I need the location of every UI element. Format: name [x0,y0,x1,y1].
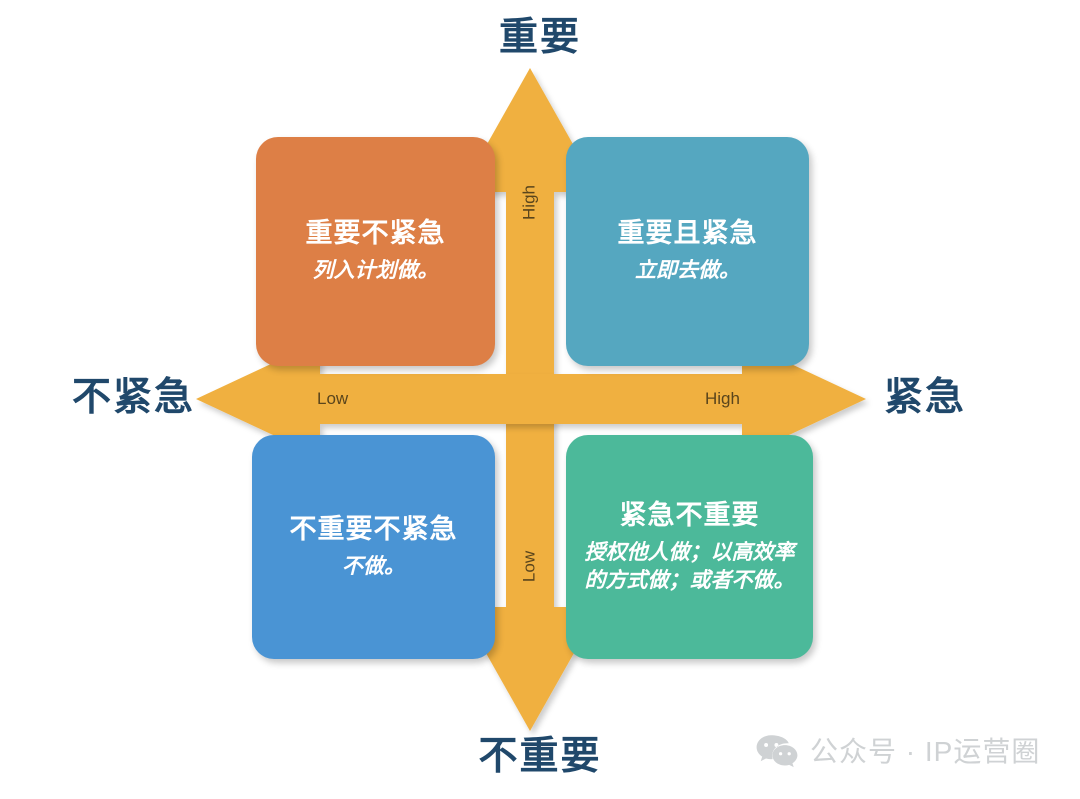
tick-vertical-low: Low [519,550,539,583]
quadrant-description: 列入计划做。 [312,259,439,283]
quadrant-title: 重要不紧急 [305,218,446,249]
wechat-icon [756,735,798,768]
axis-label-not-urgent: 不紧急 [72,376,196,419]
watermark: 公众号 · IP运营圈 [756,734,1040,770]
quadrant-description: 不做。 [342,554,405,578]
tick-horizontal-high: High [705,389,740,408]
quadrant-title: 不重要不紧急 [289,513,458,544]
quadrant-not-important-not-urgent[interactable]: 不重要不紧急 不做。 [252,435,495,659]
quadrant-important-not-urgent[interactable]: 重要不紧急 列入计划做。 [256,137,495,366]
quadrant-title: 紧急不重要 [619,499,760,530]
quadrant-description: 授权他人做；以高效率的方式做；或者不做。 [584,540,795,592]
horizontal-arrow [196,341,866,457]
axis-label-important: 重要 [498,16,581,59]
axis-label-urgent: 紧急 [884,376,967,419]
tick-vertical-high: High [519,185,539,220]
quadrant-description: 立即去做。 [635,259,740,283]
quadrant-important-and-urgent[interactable]: 重要且紧急 立即去做。 [566,137,809,366]
watermark-text: 公众号 · IP运营圈 [810,736,1041,767]
quadrant-title: 重要且紧急 [617,218,758,249]
quadrant-urgent-not-important[interactable]: 紧急不重要 授权他人做；以高效率的方式做；或者不做。 [566,435,813,659]
tick-horizontal-low: Low [317,389,349,408]
axis-label-not-important: 不重要 [478,735,602,778]
